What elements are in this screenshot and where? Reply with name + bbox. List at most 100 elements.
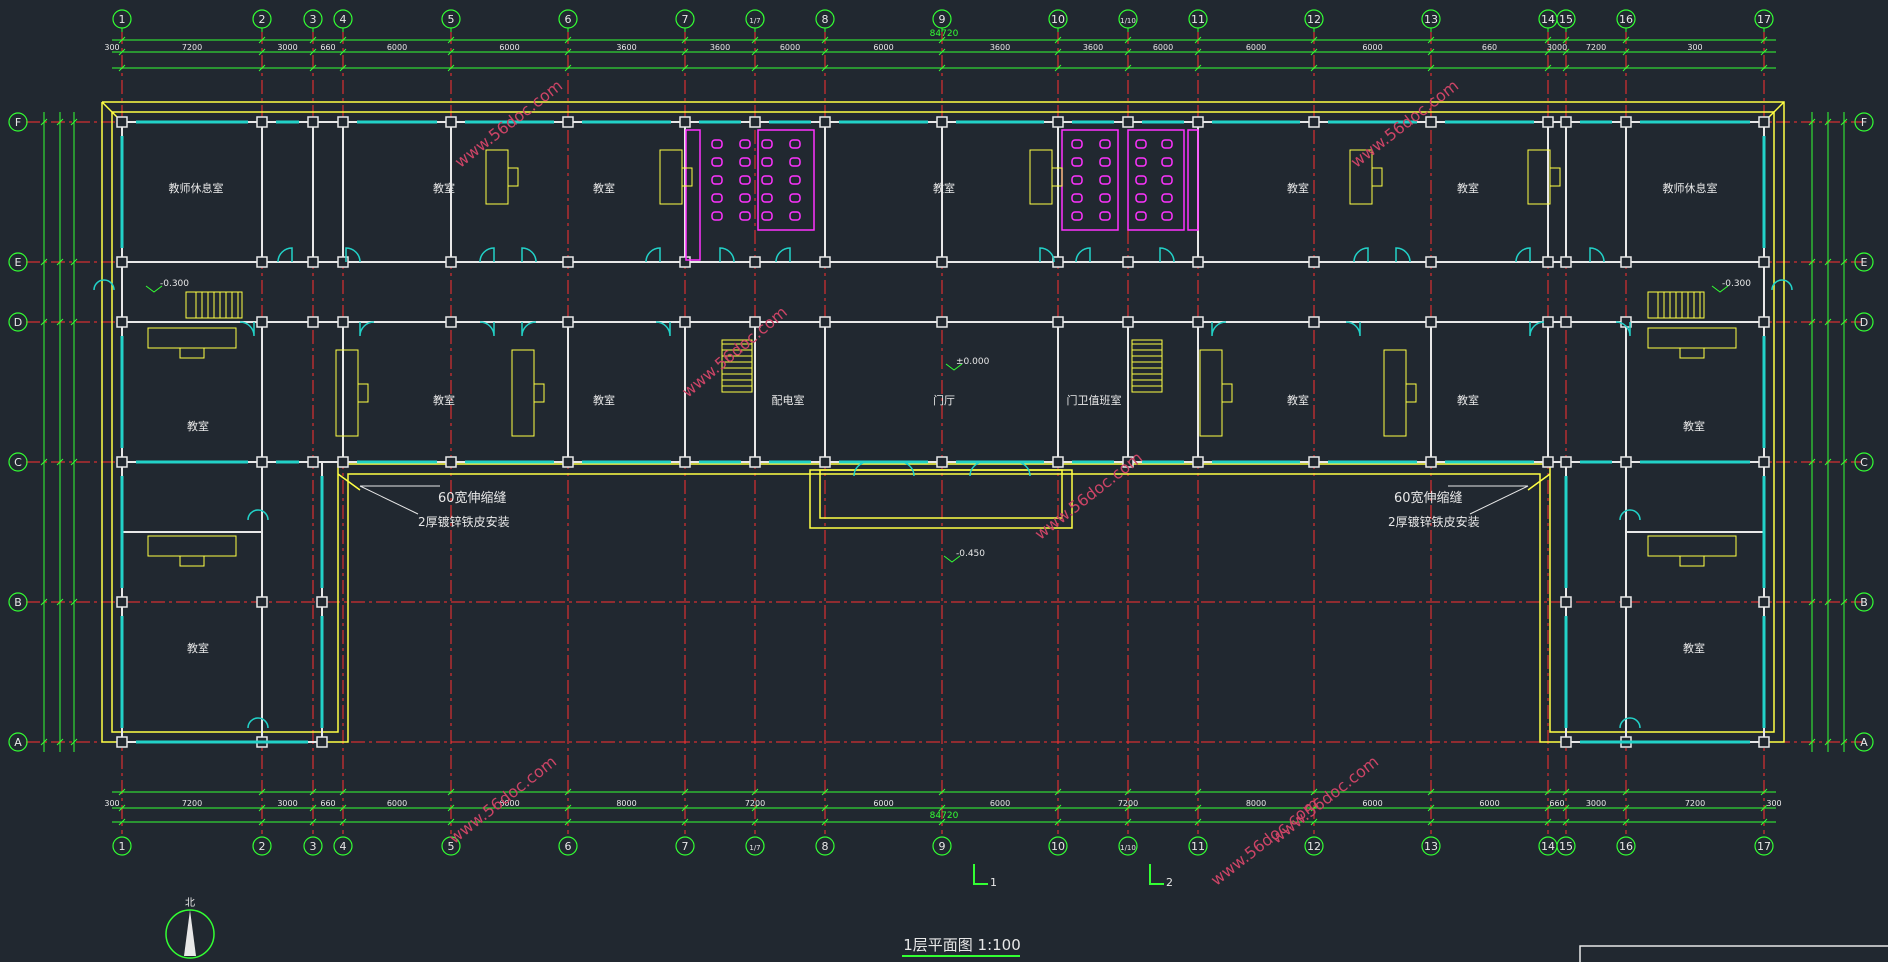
room-label: 教室 (1287, 393, 1309, 407)
bottom-span-value: 6000 (1362, 799, 1382, 808)
top-span-value: 6000 (387, 43, 407, 52)
level-mark-outside: -0.450 (956, 549, 985, 559)
right-note-line1: 60宽伸缩缝 (1394, 490, 1463, 506)
top-span-value: 6000 (1246, 43, 1266, 52)
top-span-value: 300 (104, 43, 119, 52)
level-mark-hall: ±0.000 (956, 357, 990, 367)
axis-bubble-top-4: 4 (340, 13, 347, 26)
bottom-span-value: 7200 (745, 799, 765, 808)
top-span-value: 3000 (1547, 43, 1567, 52)
bottom-span-value: 7200 (1118, 799, 1138, 808)
axis-bubble-top-2: 2 (259, 13, 266, 26)
bottom-span-value: 300 (104, 799, 119, 808)
axis-bubble-top-12: 12 (1307, 13, 1321, 26)
bottom-span-value: 3000 (1586, 799, 1606, 808)
axis-bubble-right-F: F (1861, 116, 1867, 129)
axis-bubble-right-D: D (1860, 316, 1868, 329)
top-span-value: 300 (1687, 43, 1702, 52)
toilet-stalls (711, 139, 1173, 221)
watermark-text: www.56doc.com (1347, 76, 1462, 172)
axis-bubble-bottom-8: 8 (822, 840, 829, 853)
axis-bubble-bottom-3: 3 (310, 840, 317, 853)
top-span-value: 660 (320, 43, 335, 52)
windows (120, 120, 1766, 744)
left-note-line1: 60宽伸缩缝 (438, 490, 507, 506)
axis-bubble-bottom-13: 13 (1424, 840, 1438, 853)
top-dimension-values: 300 7200 3000 660 6000 6000 3600 3600 6000 6000 36… (104, 43, 1702, 52)
axis-bubble-top-15: 15 (1559, 13, 1573, 26)
axis-bubble-top-16: 16 (1619, 13, 1633, 26)
axis-bubble-top-13: 13 (1424, 13, 1438, 26)
blackboards (147, 149, 1737, 567)
section-mark-1: 1 (990, 876, 997, 889)
axis-bubble-bottom-17: 17 (1757, 840, 1771, 853)
room-label: 教室 (933, 181, 955, 195)
room-label: 教师休息室 (1663, 181, 1718, 195)
room-label: 教室 (1457, 181, 1479, 195)
axis-grid-horizontal (26, 121, 1862, 743)
axis-bubble-bottom-7: 7 (682, 840, 689, 853)
axis-bubble-bottom-15: 15 (1559, 840, 1573, 853)
axis-bubble-right-B: B (1860, 596, 1868, 609)
bottom-span-value: 8000 (616, 799, 636, 808)
partition-walls (261, 122, 1627, 742)
axis-bubble-bottom-9: 9 (939, 840, 946, 853)
axis-bubble-top-1: 1 (119, 13, 126, 26)
room-label: 教室 (187, 419, 209, 433)
top-span-value: 3600 (710, 43, 730, 52)
top-span-value: 3600 (616, 43, 636, 52)
title-block-frame (1579, 945, 1888, 962)
dimension-ticks (40, 36, 1848, 826)
axis-bubble-top-1-10: 1/10 (1120, 17, 1136, 25)
axis-bubble-left-D: D (14, 316, 22, 329)
room-label: 教室 (187, 641, 209, 655)
axis-bubble-top-10: 10 (1051, 13, 1065, 26)
room-label: 教室 (433, 393, 455, 407)
axis-bubble-top-7: 7 (682, 13, 689, 26)
axis-bubble-bottom-10: 10 (1051, 840, 1065, 853)
top-span-value: 6000 (780, 43, 800, 52)
bottom-span-value: 3000 (277, 799, 297, 808)
stair-treads (195, 292, 1701, 393)
bottom-span-value: 300 (1766, 799, 1781, 808)
axis-bubble-bottom-2: 2 (259, 840, 266, 853)
axis-bubble-right-A: A (1860, 736, 1868, 749)
structural-columns (116, 116, 1770, 748)
bottom-total-dimension: 84720 (930, 811, 959, 821)
axis-bubble-bottom-6: 6 (565, 840, 572, 853)
axis-bubble-left-F: F (15, 116, 21, 129)
axis-bubble-top-8: 8 (822, 13, 829, 26)
bottom-span-value: 6000 (1479, 799, 1499, 808)
watermark-text: www.56doc.com (445, 752, 560, 848)
room-label: 教室 (1457, 393, 1479, 407)
stairs (185, 291, 1705, 393)
drawing-title: 1层平面图 1:100 (903, 936, 1021, 954)
room-label: 教室 (1683, 641, 1705, 655)
axis-bubble-top-9: 9 (939, 13, 946, 26)
axis-bubble-top-5: 5 (448, 13, 455, 26)
bottom-span-value: 6000 (990, 799, 1010, 808)
door-swings (93, 247, 1793, 729)
bottom-span-value: 6000 (387, 799, 407, 808)
room-label: 教室 (593, 181, 615, 195)
room-label: 教师休息室 (169, 181, 224, 195)
top-span-value: 7200 (182, 43, 202, 52)
top-span-value: 660 (1482, 43, 1497, 52)
room-label: 配电室 (772, 393, 805, 407)
bottom-span-value: 8000 (1246, 799, 1266, 808)
top-span-value: 6000 (1153, 43, 1173, 52)
top-span-value: 6000 (873, 43, 893, 52)
axis-bubble-top-3: 3 (310, 13, 317, 26)
axis-bubble-bottom-4: 4 (340, 840, 347, 853)
room-label: 门卫值班室 (1067, 393, 1122, 407)
bottom-span-value: 7200 (182, 799, 202, 808)
top-span-value: 3000 (277, 43, 297, 52)
top-span-value: 3600 (1083, 43, 1103, 52)
